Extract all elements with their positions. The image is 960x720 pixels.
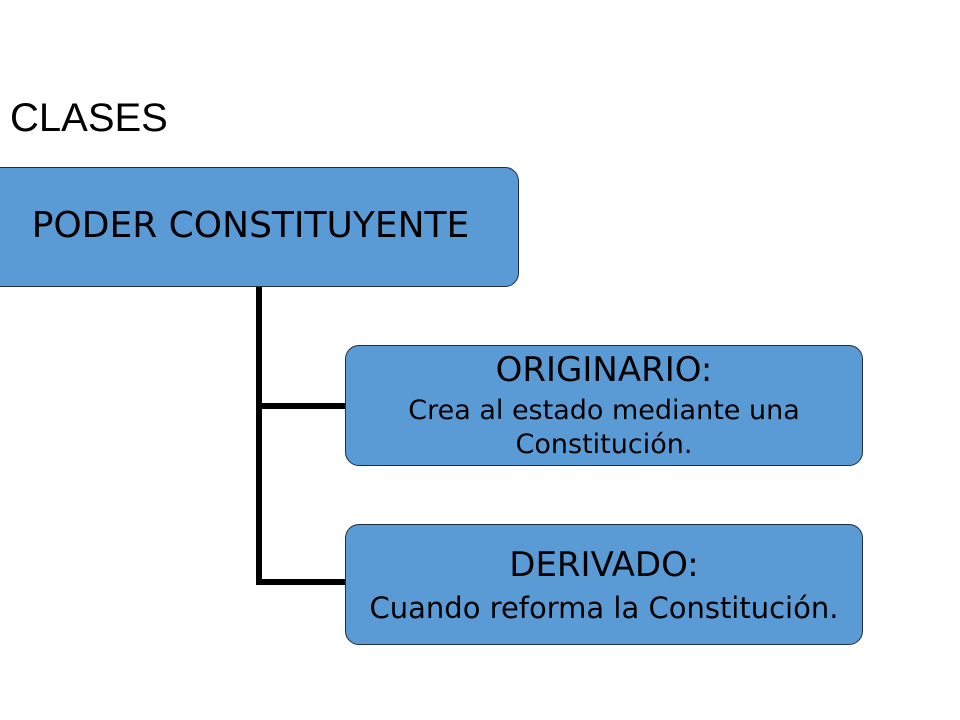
child-node-description: Cuando reforma la Constitución. [369,591,839,625]
child-node-originario: ORIGINARIO: Crea al estado mediante una … [345,345,863,466]
child-node-description: Crea al estado mediante una Constitución… [408,395,800,460]
child-node-title: ORIGINARIO: [495,350,713,390]
root-node-poder-constituyente: PODER CONSTITUYENTE [0,167,519,287]
root-node-label: PODER CONSTITUYENTE [31,205,470,246]
child-node-title: DERIVADO: [509,545,699,585]
slide-title: CLASES [10,96,168,140]
connector-derivado [256,579,346,585]
child-node-derivado: DERIVADO: Cuando reforma la Constitución… [345,524,863,645]
connector-originario [256,403,346,409]
connector-vertical [256,287,262,585]
